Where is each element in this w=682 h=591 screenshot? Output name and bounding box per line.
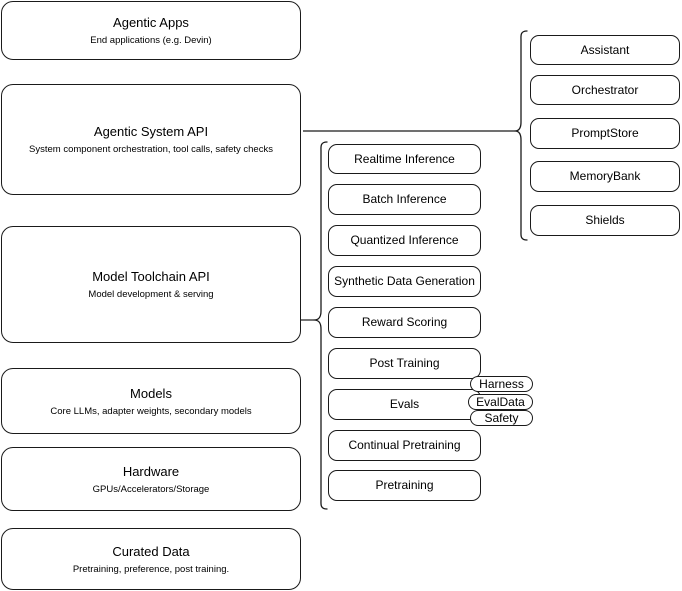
evals-subcomponent-safety[interactable]: Safety [470, 410, 533, 426]
component-label: Synthetic Data Generation [334, 274, 475, 288]
component-label: Batch Inference [362, 192, 447, 206]
component-label: Realtime Inference [354, 151, 455, 166]
component-label: Quantized Inference [350, 233, 459, 247]
evals-subcomponent-label: Harness [479, 377, 524, 391]
component-reward-scoring[interactable]: Reward Scoring [328, 307, 481, 338]
layer-title: Agentic Apps [113, 15, 189, 30]
component-label: Evals [389, 397, 420, 411]
layer-subtitle: GPUs/Accelerators/Storage [92, 483, 210, 495]
component-continual-pretraining[interactable]: Continual Pretraining [328, 430, 481, 461]
component-pretraining[interactable]: Pretraining [328, 470, 481, 501]
evals-subcomponent-evaldata[interactable]: EvalData [468, 394, 533, 410]
layer-subtitle: System component orchestration, tool cal… [29, 144, 273, 155]
layer-models[interactable]: Models Core LLMs, adapter weights, secon… [1, 368, 301, 434]
layer-agentic-system-api[interactable]: Agentic System API System component orch… [1, 84, 301, 195]
component-label: PromptStore [571, 126, 639, 140]
layer-subtitle: Pretraining, preference, post training. [72, 563, 230, 575]
component-label: Assistant [580, 42, 630, 57]
component-synthetic-data-generation[interactable]: Synthetic Data Generation [328, 266, 481, 297]
layer-curated-data[interactable]: Curated Data Pretraining, preference, po… [1, 528, 301, 590]
layer-title: Agentic System API [93, 124, 209, 139]
layer-model-toolchain-api[interactable]: Model Toolchain API Model development & … [1, 226, 301, 343]
component-post-training[interactable]: Post Training [328, 348, 481, 379]
layer-hardware[interactable]: Hardware GPUs/Accelerators/Storage [1, 447, 301, 511]
component-realtime-inference[interactable]: Realtime Inference [328, 144, 481, 174]
evals-subcomponent-label: Safety [484, 411, 519, 425]
evals-subcomponent-harness[interactable]: Harness [470, 376, 533, 392]
layer-title: Models [130, 385, 172, 401]
component-assistant[interactable]: Assistant [530, 35, 680, 65]
component-label: MemoryBank [569, 169, 641, 183]
component-evals[interactable]: Evals [328, 389, 481, 420]
layer-subtitle: Core LLMs, adapter weights, secondary mo… [50, 405, 252, 417]
component-promptstore[interactable]: PromptStore [530, 118, 680, 149]
component-label: Reward Scoring [361, 315, 448, 329]
layer-subtitle: Model development & serving [88, 289, 214, 300]
layer-title: Model Toolchain API [92, 269, 210, 284]
layer-title: Hardware [122, 463, 180, 479]
component-label: Pretraining [375, 478, 434, 492]
component-quantized-inference[interactable]: Quantized Inference [328, 225, 481, 256]
layer-subtitle: End applications (e.g. Devin) [90, 35, 212, 46]
component-orchestrator[interactable]: Orchestrator [530, 75, 680, 105]
component-label: Orchestrator [571, 82, 639, 97]
component-memorybank[interactable]: MemoryBank [530, 161, 680, 192]
component-shields[interactable]: Shields [530, 205, 680, 236]
component-batch-inference[interactable]: Batch Inference [328, 184, 481, 215]
layer-agentic-apps[interactable]: Agentic Apps End applications (e.g. Devi… [1, 1, 301, 60]
component-label: Shields [585, 213, 625, 227]
component-label: Continual Pretraining [348, 438, 461, 452]
layer-title: Curated Data [112, 543, 190, 559]
component-label: Post Training [369, 356, 440, 370]
evals-subcomponent-label: EvalData [476, 395, 525, 409]
